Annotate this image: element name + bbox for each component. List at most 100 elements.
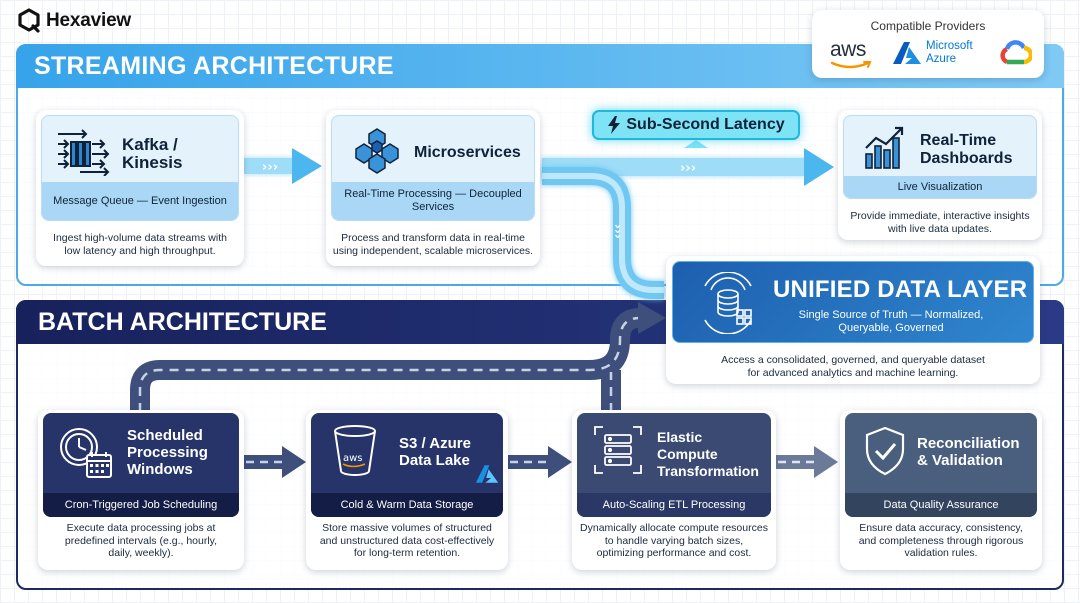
datalake-title: S3 / Azure Data Lake bbox=[399, 435, 471, 469]
kafka-subtitle: Message Queue — Event Ingestion bbox=[42, 182, 238, 220]
microservices-desc-line1: Process and transform data in real-time bbox=[341, 232, 525, 244]
unified-data-layer-node: UNIFIED DATA LAYER Single Source of Trut… bbox=[666, 256, 1040, 384]
streaming-title: STREAMING ARCHITECTURE bbox=[34, 52, 394, 80]
unified-desc-line2: for advanced analytics and machine learn… bbox=[747, 366, 959, 379]
aws-logo: aws bbox=[830, 38, 872, 69]
unified-subtitle-line2: Queryable, Governed bbox=[838, 322, 944, 334]
arrow-kafka-to-microservices: ››› bbox=[244, 148, 322, 184]
arrow-microservices-to-unified: ››› bbox=[542, 167, 664, 299]
svg-text:aws: aws bbox=[343, 453, 363, 464]
bar-chart-icon bbox=[865, 126, 904, 169]
dashboards-description: Provide immediate, interactive insights … bbox=[842, 210, 1038, 235]
scheduler-title-line2: Processing bbox=[127, 444, 208, 461]
brand-name: Hexaview bbox=[46, 10, 132, 31]
datalake-description: Store massive volumes of structured and … bbox=[310, 522, 504, 560]
scheduler-description: Execute data processing jobs at predefin… bbox=[42, 522, 240, 560]
datalake-subtitle: Cold & Warm Data Storage bbox=[311, 493, 503, 517]
dashboards-desc-line1: Provide immediate, interactive insights bbox=[850, 210, 1030, 222]
scheduler-title-line3: Windows bbox=[127, 461, 193, 478]
unified-title: UNIFIED DATA LAYER bbox=[773, 276, 1028, 303]
aws-smile-icon bbox=[830, 61, 872, 69]
azure-label-line2: Azure bbox=[926, 53, 957, 65]
latency-badge: Sub-Second Latency bbox=[592, 110, 800, 140]
compute-node-panel: Elastic Compute Transformation Auto-Scal… bbox=[577, 413, 771, 517]
compute-title-line2: Compute bbox=[657, 446, 718, 462]
brand-logo: Hexaview bbox=[18, 8, 131, 34]
server-stack-icon bbox=[594, 426, 642, 474]
lightning-icon bbox=[608, 116, 621, 134]
microservices-node-panel: Microservices Real-Time Processing — Dec… bbox=[331, 115, 535, 221]
dashboards-node: Real-Time Dashboards Live Visualization … bbox=[838, 110, 1042, 240]
azure-icon bbox=[893, 42, 921, 64]
svg-text:›››: ››› bbox=[611, 224, 625, 239]
reconciliation-title-line2: & Validation bbox=[917, 452, 1003, 469]
datalake-desc-line2: and unstructured data cost-effectively bbox=[319, 534, 495, 547]
microservices-desc-line2: using independent, scalable microservice… bbox=[332, 244, 534, 257]
azure-mini-icon bbox=[475, 465, 499, 483]
scheduler-desc-line2: predefined intervals (e.g., hourly, bbox=[64, 534, 218, 547]
compute-title: Elastic Compute Transformation bbox=[657, 429, 759, 480]
shield-check-icon bbox=[865, 426, 905, 476]
azure-logo: Microsoft Azure bbox=[892, 40, 973, 66]
scheduler-title-line1: Scheduled bbox=[127, 427, 203, 444]
aws-label: aws bbox=[830, 38, 866, 61]
kafka-title-line1: Kafka / bbox=[122, 135, 178, 154]
google-cloud-icon bbox=[998, 40, 1034, 71]
scheduler-subtitle: Cron-Triggered Job Scheduling bbox=[43, 493, 239, 517]
database-icon bbox=[704, 272, 752, 334]
microservices-node: Microservices Real-Time Processing — Dec… bbox=[326, 110, 540, 266]
reconciliation-description: Ensure data accuracy, consistency, and c… bbox=[844, 522, 1038, 560]
scheduler-title: Scheduled Processing Windows bbox=[127, 427, 208, 478]
compatible-providers-card: Compatible Providers aws Microsoft Azure bbox=[812, 10, 1044, 78]
compute-subtitle: Auto-Scaling ETL Processing bbox=[577, 493, 771, 517]
clock-calendar-icon bbox=[60, 428, 112, 478]
datalake-desc-line3: for long-term retention. bbox=[353, 547, 461, 559]
svg-text:›››: ››› bbox=[680, 161, 696, 176]
kafka-title: Kafka / Kinesis bbox=[122, 136, 182, 172]
reconciliation-title-line1: Reconciliation bbox=[917, 435, 1020, 452]
kafka-desc-line2: low latency and high throughput. bbox=[64, 244, 216, 257]
reconciliation-title: Reconciliation & Validation bbox=[917, 435, 1020, 469]
unified-desc-line1: Access a consolidated, governed, and que… bbox=[721, 354, 985, 366]
compute-desc-line1: Dynamically allocate compute resources bbox=[580, 522, 768, 534]
datalake-title-line1: S3 / Azure bbox=[399, 435, 471, 452]
kafka-node-panel: Kafka / Kinesis Message Queue — Event In… bbox=[41, 115, 239, 221]
reconciliation-node-panel: Reconciliation & Validation Data Quality… bbox=[845, 413, 1037, 517]
scheduler-node: Scheduled Processing Windows Cron-Trigge… bbox=[38, 410, 244, 570]
scheduler-desc-line1: Execute data processing jobs at bbox=[66, 522, 216, 534]
kafka-description: Ingest high-volume data streams with low… bbox=[40, 232, 240, 257]
arrow-scheduler-to-datalake bbox=[244, 446, 306, 478]
unified-description: Access a consolidated, governed, and que… bbox=[672, 354, 1034, 379]
storage-bucket-icon: aws bbox=[334, 425, 376, 476]
scheduler-desc-line3: daily, weekly). bbox=[108, 547, 174, 559]
microservices-description: Process and transform data in real-time … bbox=[330, 232, 536, 257]
dashboards-title-line2: Dashboards bbox=[920, 150, 1013, 167]
microservices-subtitle-line1: Real-Time Processing — Decoupled bbox=[344, 188, 522, 200]
kafka-node: Kafka / Kinesis Message Queue — Event In… bbox=[36, 110, 244, 266]
scheduler-node-panel: Scheduled Processing Windows Cron-Trigge… bbox=[43, 413, 239, 517]
dashboards-subtitle: Live Visualization bbox=[844, 176, 1036, 198]
latency-label: Sub-Second Latency bbox=[626, 116, 785, 133]
compute-desc-line3: optimizing performance and cost. bbox=[596, 547, 752, 559]
event-stream-icon bbox=[58, 129, 110, 176]
microservices-subtitle: Real-Time Processing — Decoupled Service… bbox=[332, 182, 534, 220]
datalake-node: aws S3 / Azure Data Lake Cold & Warm Dat… bbox=[306, 410, 508, 570]
reconciliation-subtitle: Data Quality Assurance bbox=[845, 493, 1037, 517]
compute-title-line3: Transformation bbox=[657, 463, 759, 479]
azure-label-line1: Microsoft bbox=[926, 40, 973, 52]
unified-data-layer-panel: UNIFIED DATA LAYER Single Source of Trut… bbox=[672, 261, 1034, 343]
providers-title: Compatible Providers bbox=[870, 19, 986, 33]
compute-desc-line2: to handle varying batch sizes, bbox=[604, 534, 744, 547]
arrow-compute-to-reconciliation bbox=[776, 446, 838, 478]
compute-description: Dynamically allocate compute resources t… bbox=[574, 522, 774, 560]
reconciliation-desc-line3: validation rules. bbox=[904, 547, 978, 559]
cube-cluster-icon bbox=[355, 128, 399, 174]
arrow-datalake-to-compute bbox=[508, 446, 572, 478]
arrow-scheduler-to-unified bbox=[130, 302, 666, 412]
dashboards-title-line1: Real-Time bbox=[920, 132, 997, 149]
microservices-title: Microservices bbox=[414, 144, 521, 161]
dashboards-desc-line2: with live data updates. bbox=[888, 222, 992, 235]
compute-node: Elastic Compute Transformation Auto-Scal… bbox=[572, 410, 776, 570]
datalake-title-line2: Data Lake bbox=[399, 452, 470, 469]
kafka-title-line2: Kinesis bbox=[122, 153, 183, 172]
